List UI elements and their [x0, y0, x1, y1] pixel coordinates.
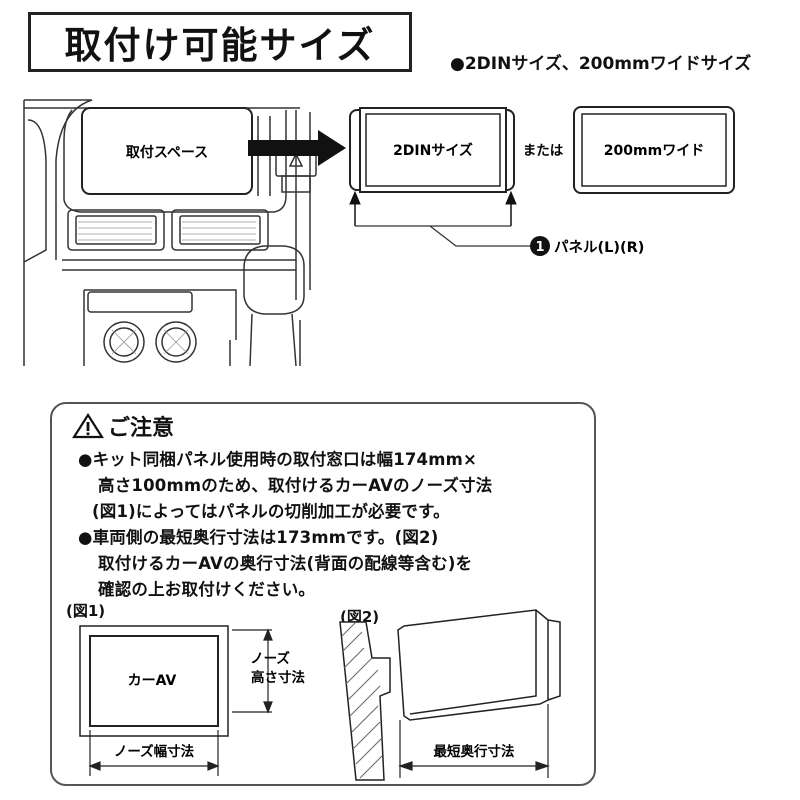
wide-label: 200mmワイド [604, 143, 704, 159]
knob-left-inner [109, 327, 139, 357]
hazard-icon [288, 152, 304, 167]
vent-right [171, 209, 269, 251]
lower-console-sides [229, 320, 301, 366]
arrow-shaft [248, 140, 320, 156]
shift-knob [243, 245, 305, 315]
vent-left-inner [75, 215, 157, 245]
panel-left-arrowhead [349, 190, 361, 205]
panel-leader-line [355, 225, 530, 247]
caution-line-1: ●キット同梱パネル使用時の取付窓口は幅174mm× [78, 450, 478, 469]
caution-line-6: 確認の上お取付けください。 [98, 580, 316, 599]
page-title: 取付け可能サイズ [64, 24, 376, 67]
fig1-unit-label: カーAV [128, 673, 177, 689]
vent-right-inner [179, 215, 261, 245]
dashboard-diagram: 取付スペース 2DINサイズ または 200mmワイド 1 パネル(L)(R) [23, 99, 735, 367]
lower-panel [83, 289, 237, 366]
or-label: または [523, 143, 564, 159]
control-strip [87, 291, 193, 313]
din-unit-inner [365, 113, 501, 187]
panel-right-arrowhead [505, 190, 517, 205]
fig2-unit-outer [397, 609, 549, 721]
caution-line-2: 高さ100mmのため、取付けるカーAVのノーズ寸法 [98, 476, 493, 495]
caution-title: ご注意 [108, 416, 175, 441]
din-label: 2DINサイズ [393, 142, 473, 159]
knob-left [103, 321, 145, 363]
fig2-unit-edges [409, 610, 561, 715]
title-box: 取付け可能サイズ [28, 12, 412, 72]
panel-label: パネル(L)(R) [554, 239, 644, 256]
fig1-height-label-2: 高さ寸法 [251, 669, 305, 686]
knob-right [155, 321, 197, 363]
arrow-head [318, 130, 346, 166]
fig2-depth-label: 最短奥行寸法 [434, 743, 515, 760]
warning-icon [72, 413, 104, 439]
fig1-width-label: ノーズ幅寸法 [114, 743, 195, 760]
wide-unit-inner [581, 113, 727, 187]
mount-space-label: 取付スペース [126, 144, 208, 161]
switch-box [281, 175, 311, 193]
caution-line-4: ●車両側の最短奥行寸法は173mmです。(図2) [78, 528, 439, 547]
caution-heading: ご注意 [72, 410, 174, 442]
figure1-label: (図1) [66, 602, 106, 620]
dash-shelf-lines [62, 259, 296, 271]
vent-left [67, 209, 165, 251]
caution-figures: カーAV ノーズ 高さ寸法 ノーズ幅寸法 最短奥行寸法 [79, 609, 561, 781]
panel-number: 1 [535, 240, 544, 255]
caution-line-5: 取付けるカーAVの奥行寸法(背面の配線等含む)を [98, 554, 473, 573]
size-subtitle: ●2DINサイズ、200mmワイドサイズ [450, 54, 752, 74]
fig1-height-label-1: ノーズ [250, 650, 290, 667]
caution-line-3: (図1)によってはパネルの切削加工が必要です。 [92, 502, 450, 521]
knob-right-inner [161, 327, 191, 357]
panel-number-badge [530, 236, 550, 256]
center-console-outline [63, 109, 287, 213]
shift-boot [249, 313, 297, 367]
right-housing-lines [295, 110, 311, 300]
dash-side-panel [23, 119, 47, 263]
fig1-nose-inner [89, 635, 219, 727]
